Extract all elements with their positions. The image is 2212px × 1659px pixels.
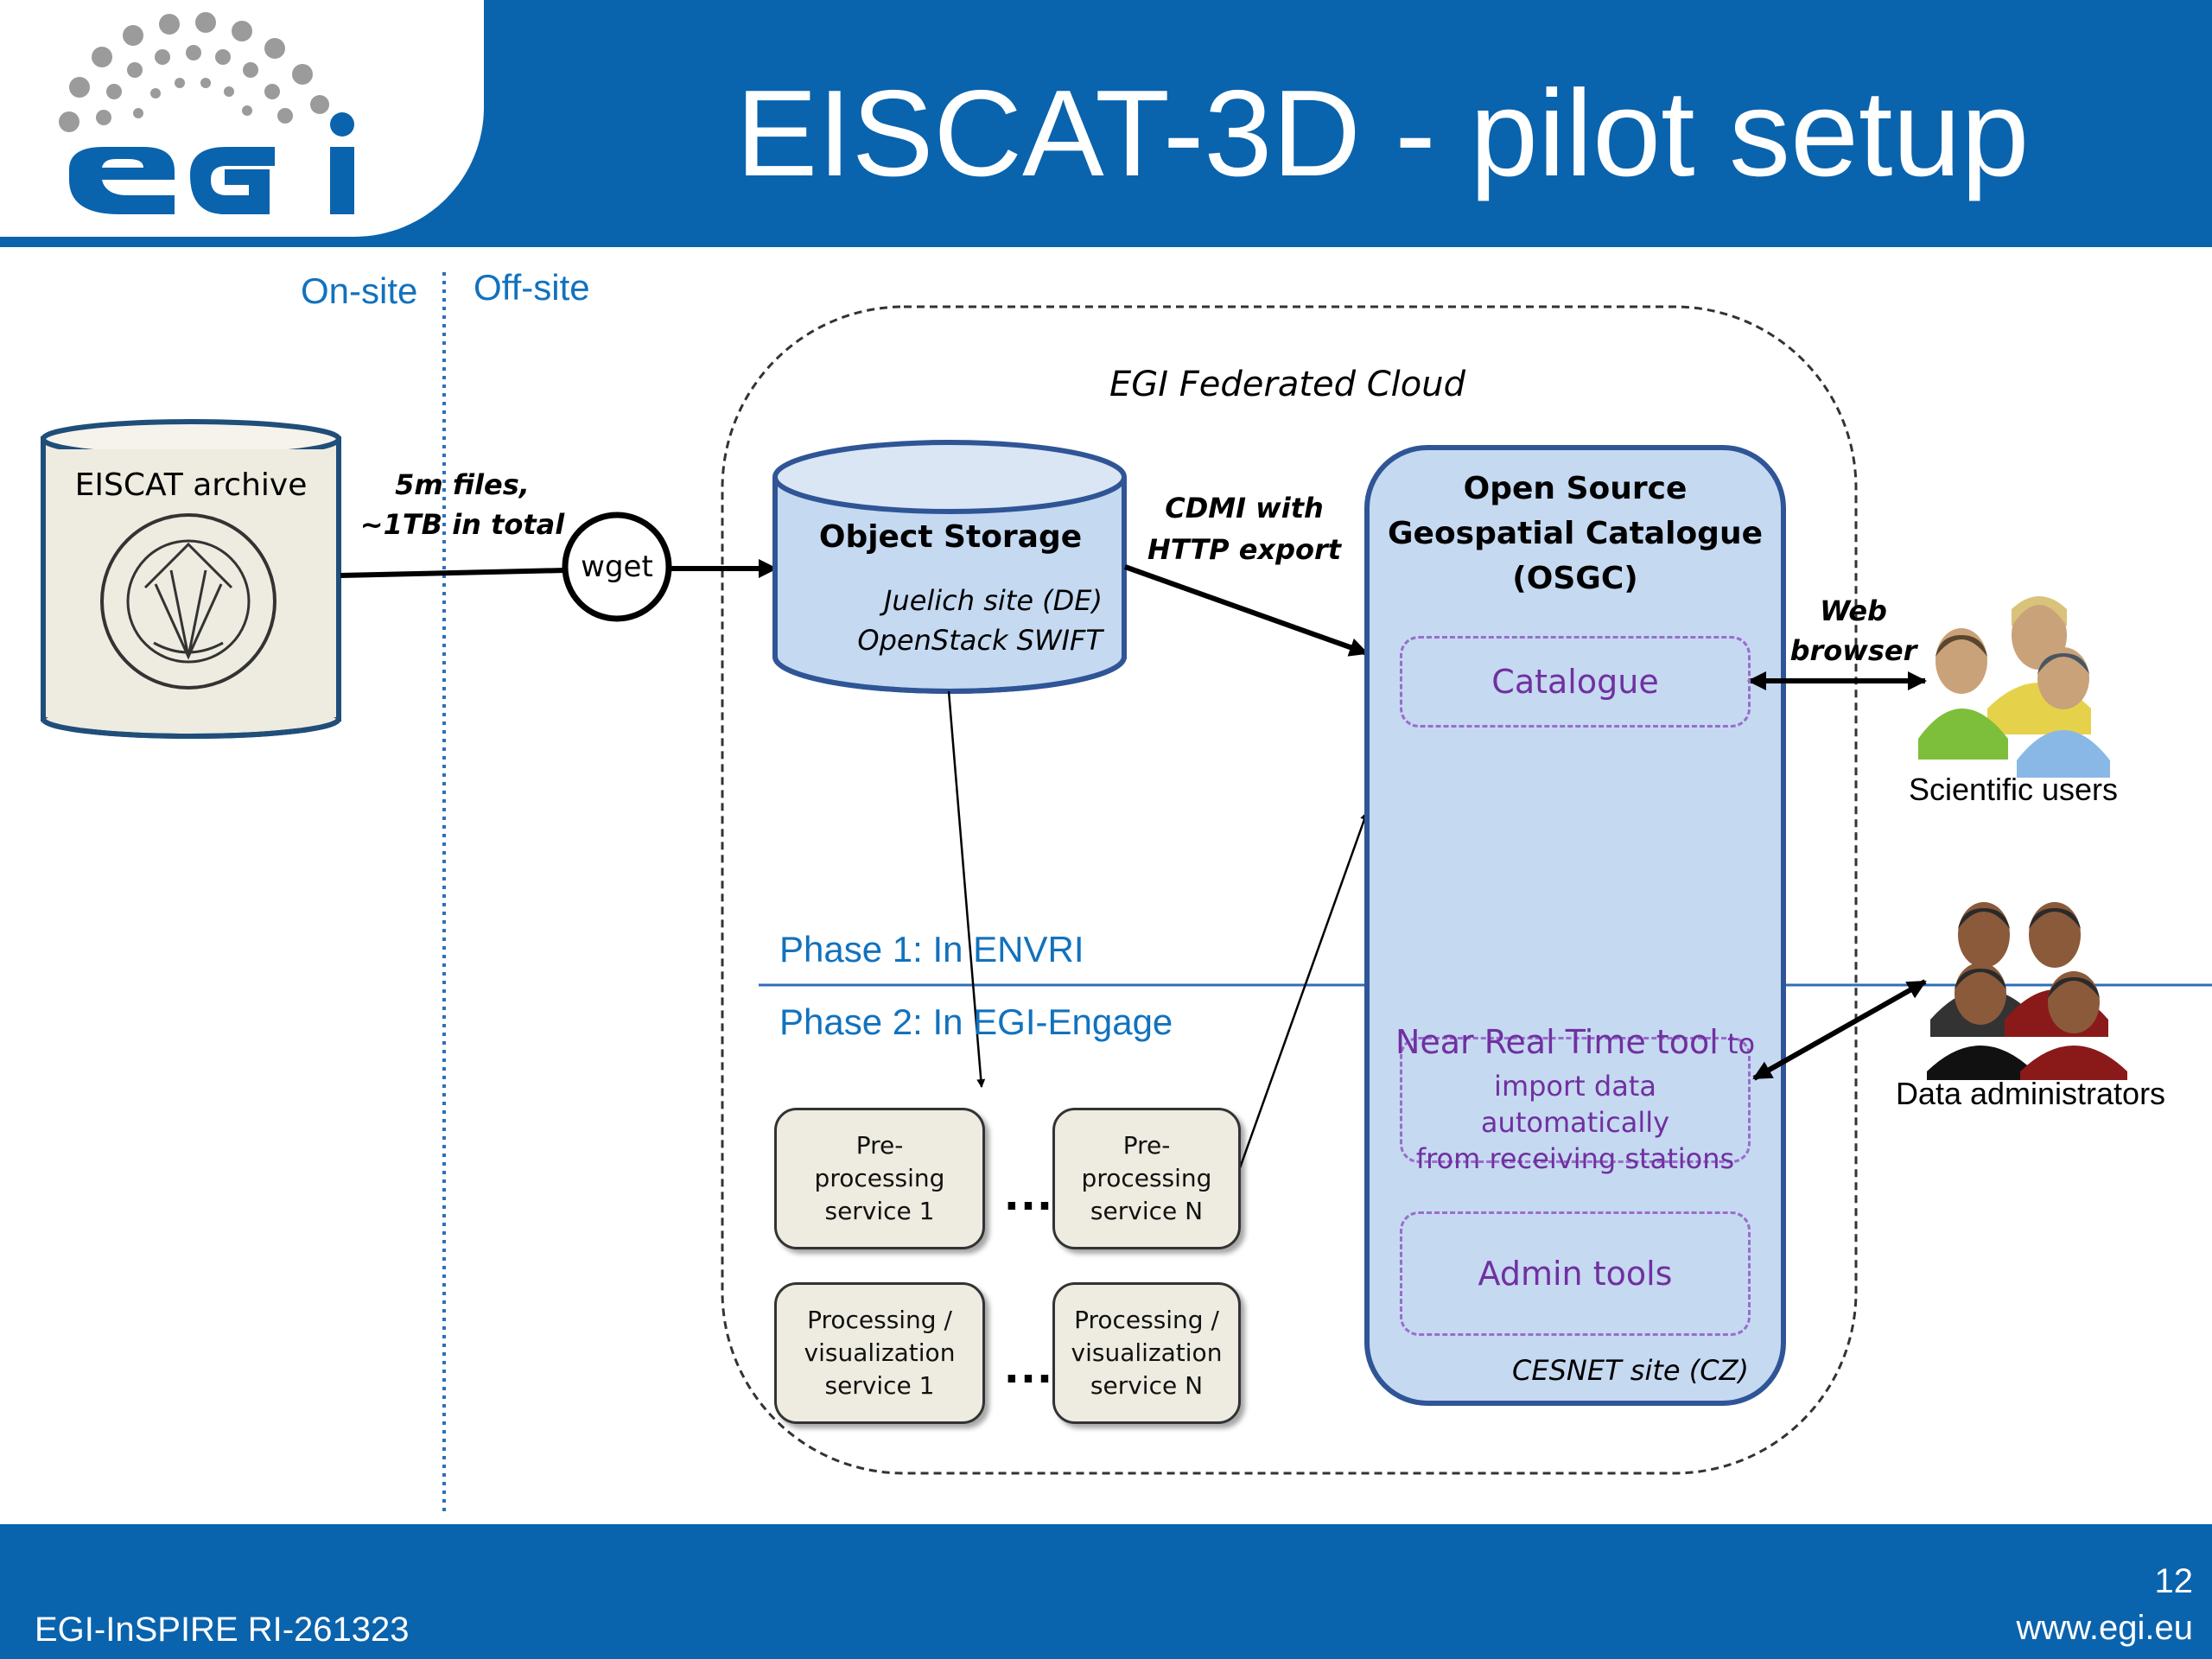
header-divider xyxy=(0,247,2212,252)
preprocessing-service-1: Pre- processing service 1 xyxy=(774,1108,985,1249)
admin-tools-box: Admin tools xyxy=(1400,1211,1751,1336)
processing-service-n-text: Processing / visualization service N xyxy=(1071,1304,1223,1402)
scientific-users-label: Scientific users xyxy=(1908,772,2119,807)
preN-line3: service N xyxy=(1090,1197,1204,1225)
proc1-line1: Processing / xyxy=(807,1306,952,1334)
osgc-title: Open Source Geospatial Catalogue (OSGC) xyxy=(1370,467,1780,601)
proc1-line2: visualization xyxy=(804,1338,956,1367)
storage-to-osgc-arrow xyxy=(1123,564,1369,657)
footer-url[interactable]: www.egi.eu xyxy=(2016,1609,2193,1647)
eiscat-seal xyxy=(100,513,276,690)
nrt-line2: import data automatically xyxy=(1480,1070,1670,1139)
object-storage-cylinder xyxy=(772,440,1127,694)
cdmi-annotation: CDMI with HTTP export xyxy=(1132,487,1357,570)
data-administrators-label: Data administrators xyxy=(1895,1076,2166,1111)
slide-title: EISCAT-3D - pilot setup xyxy=(735,65,2030,202)
preprocessing-service-1-text: Pre- processing service 1 xyxy=(815,1129,945,1228)
preprocessing-to-osgc-arrow xyxy=(1236,811,1369,1176)
transfer-size: ~1TB in total xyxy=(359,508,565,541)
egi-logo xyxy=(59,12,354,214)
eiscat-archive-cylinder xyxy=(41,419,341,739)
footer-project: EGI-InSPIRE RI-261323 xyxy=(35,1611,410,1649)
processing-service-n: Processing / visualization service N xyxy=(1052,1282,1241,1424)
footer-band xyxy=(0,1524,2212,1659)
procN-line2: visualization xyxy=(1071,1338,1223,1367)
nrt-admins-arrow xyxy=(1752,979,1927,1081)
preprocessing-service-n: Pre- processing service N xyxy=(1052,1108,1241,1249)
cdmi-line1: CDMI with xyxy=(1165,492,1324,524)
cdmi-line2: HTTP export xyxy=(1147,533,1342,566)
preprocessing-service-n-text: Pre- processing service N xyxy=(1082,1129,1212,1228)
wget-node xyxy=(562,512,672,622)
object-storage-title: Object Storage xyxy=(818,519,1083,555)
web-line1: Web xyxy=(1820,594,1887,627)
osgc-title-line2: Geospatial Catalogue xyxy=(1387,516,1763,551)
nrt-line1: Near Real Time tool to xyxy=(1395,1023,1755,1068)
phase1-label: Phase 1: In ENVRI xyxy=(779,929,1084,969)
admin-tools-label: Admin tools xyxy=(1478,1255,1673,1293)
footer-page-number: 12 xyxy=(2154,1562,2194,1600)
transfer-files: 5m files, xyxy=(395,468,530,501)
preprocessing-ellipsis: … xyxy=(1002,1163,1054,1221)
processing-service-1-text: Processing / visualization service 1 xyxy=(804,1304,956,1402)
procN-line1: Processing / xyxy=(1074,1306,1219,1334)
proc1-line3: service 1 xyxy=(824,1371,935,1400)
web-line2: browser xyxy=(1789,634,1917,667)
pre1-line1: Pre- xyxy=(855,1131,904,1160)
federated-cloud-boundary xyxy=(721,305,1858,1475)
transfer-annotation: 5m files, ~1TB in total xyxy=(337,465,588,544)
phase2-label: Phase 2: In EGI-Engage xyxy=(779,1001,1173,1042)
archive-to-wget-line xyxy=(340,568,566,578)
cesnet-site-label: CESNET site (CZ) xyxy=(1512,1354,1749,1387)
nrt-main: Near Real Time tool xyxy=(1395,1023,1719,1061)
catalogue-box: Catalogue xyxy=(1400,636,1751,728)
onsite-label: On-site xyxy=(301,270,418,311)
catalogue-label: Catalogue xyxy=(1491,663,1659,701)
nrt-tool-box: Near Real Time tool to import data autom… xyxy=(1395,1023,1755,1175)
procN-line3: service N xyxy=(1090,1371,1204,1400)
storage-to-preprocessing-arrow xyxy=(947,690,986,1088)
preN-line2: processing xyxy=(1081,1164,1212,1192)
object-storage-details: Juelich site (DE) OpenStack SWIFT xyxy=(778,581,1103,660)
web-browser-annotation: Web browser xyxy=(1789,591,1918,671)
preN-line1: Pre- xyxy=(1122,1131,1171,1160)
wget-label: wget xyxy=(581,550,653,584)
processing-service-1: Processing / visualization service 1 xyxy=(774,1282,985,1424)
osgc-title-line3: (OSGC) xyxy=(1512,561,1638,596)
pre1-line2: processing xyxy=(814,1164,945,1192)
nrt-line3: from receiving stations xyxy=(1415,1142,1735,1175)
nrt-suffix: to xyxy=(1718,1027,1756,1060)
processing-ellipsis: … xyxy=(1002,1336,1054,1394)
scientific-users-icon xyxy=(1918,596,2110,778)
logo-dots-arc xyxy=(59,12,329,132)
cloud-label: EGI Federated Cloud xyxy=(1109,365,1465,404)
archive-label: EISCAT archive xyxy=(74,467,308,503)
data-administrators-icon xyxy=(1927,902,2127,1080)
osgc-container xyxy=(1364,445,1786,1406)
logo-letters xyxy=(69,112,354,214)
object-storage-tech: OpenStack SWIFT xyxy=(857,624,1103,657)
osgc-title-line1: Open Source xyxy=(1463,471,1688,506)
pre1-line3: service 1 xyxy=(824,1197,935,1225)
offsite-label: Off-site xyxy=(474,267,590,308)
object-storage-site: Juelich site (DE) xyxy=(883,584,1103,617)
